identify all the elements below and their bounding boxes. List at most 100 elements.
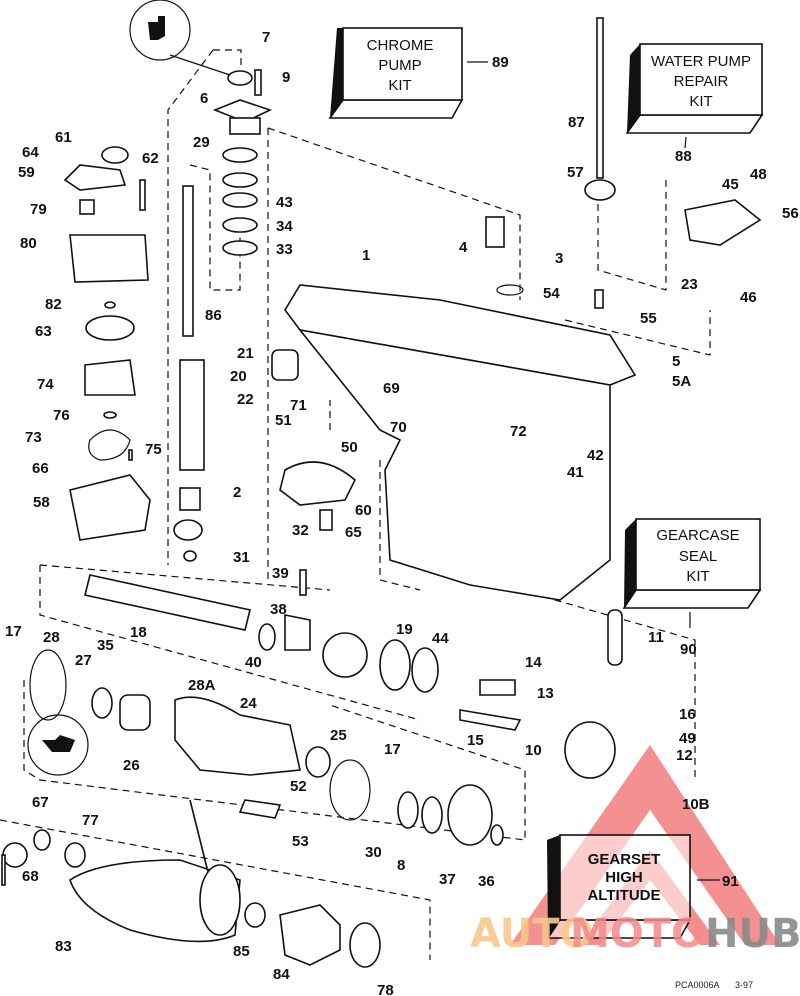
callout-12: 12	[676, 747, 693, 764]
callout-21: 21	[237, 345, 254, 362]
callout-39: 39	[272, 565, 289, 582]
callout-10b: 10B	[682, 796, 710, 813]
callout-29: 29	[193, 134, 210, 151]
kit-gearcase-seal-line-1: GEARCASE	[656, 527, 739, 544]
watermark-auto: AUTO	[470, 911, 594, 957]
callout-20: 20	[230, 368, 247, 385]
callout-17-secondary: 17	[384, 741, 401, 758]
callout-74: 74	[37, 376, 54, 393]
callout-10: 10	[525, 742, 542, 759]
callout-83: 83	[55, 938, 72, 955]
watermark-text: AUTO MOTO HUB	[470, 911, 800, 957]
callout-1: 1	[362, 247, 370, 264]
callout-7: 7	[262, 29, 270, 46]
callout-52: 52	[290, 778, 307, 795]
callout-86: 86	[205, 307, 222, 324]
callout-69: 69	[383, 380, 400, 397]
callout-71: 71	[290, 397, 307, 414]
callout-24: 24	[240, 695, 257, 712]
callout-31: 31	[233, 549, 250, 566]
callout-75: 75	[145, 441, 162, 458]
kit-water-pump-line-2: REPAIR	[674, 73, 729, 90]
watermark-hub: HUB	[705, 911, 800, 957]
callout-32: 32	[292, 522, 309, 539]
kit-chrome-pump-ref: 89	[492, 54, 509, 71]
callout-9: 9	[282, 69, 290, 86]
kit-gearcase-seal-line-2: SEAL	[679, 548, 717, 565]
kit-water-pump-repair: WATER PUMP REPAIR KIT 88	[625, 43, 764, 165]
callout-64: 64	[22, 144, 39, 161]
callout-73: 73	[25, 429, 42, 446]
callout-61: 61	[55, 129, 72, 146]
lower-unit-parts	[29, 569, 623, 846]
callout-66: 66	[32, 460, 49, 477]
callout-40: 40	[245, 654, 262, 671]
callout-87: 87	[568, 114, 585, 131]
callout-17: 17	[5, 623, 22, 640]
callout-50: 50	[341, 439, 358, 456]
callout-19: 19	[396, 621, 413, 638]
callout-85: 85	[233, 943, 250, 960]
propeller-parts	[1, 714, 381, 968]
gearcase-body	[271, 17, 762, 601]
callout-4: 4	[459, 239, 468, 256]
kit-gearset-line-3: ALTITUDE	[587, 887, 660, 904]
callout-53: 53	[292, 833, 309, 850]
callout-58: 58	[33, 494, 50, 511]
callout-63: 63	[35, 323, 52, 340]
callout-16: 16	[679, 706, 696, 723]
callout-82: 82	[45, 296, 62, 313]
callout-57: 57	[567, 164, 584, 181]
callout-76: 76	[53, 407, 70, 424]
callout-13: 13	[537, 685, 554, 702]
drawing-date: 3-97	[735, 980, 753, 990]
kit-gearset-line-2: HIGH	[605, 869, 643, 886]
callout-41: 41	[567, 464, 584, 481]
callout-8: 8	[397, 857, 405, 874]
callout-26: 26	[123, 757, 140, 774]
callout-37: 37	[439, 871, 456, 888]
kit-gearset-ref: 91	[722, 873, 739, 890]
callout-42: 42	[587, 447, 604, 464]
callout-28a: 28A	[188, 677, 216, 694]
callout-36: 36	[478, 873, 495, 890]
kit-chrome-pump-line-2: PUMP	[378, 57, 421, 74]
callout-27: 27	[75, 652, 92, 669]
callout-25: 25	[330, 727, 347, 744]
callout-51: 51	[275, 412, 292, 429]
kit-gearset-line-1: GEARSET	[588, 851, 661, 868]
callout-35: 35	[97, 637, 114, 654]
callout-43: 43	[276, 194, 293, 211]
callout-70: 70	[390, 419, 407, 436]
kit-water-pump-ref: 88	[675, 148, 692, 165]
callout-65: 65	[345, 524, 362, 541]
callout-59: 59	[18, 164, 35, 181]
callout-80: 80	[20, 235, 37, 252]
callout-18: 18	[130, 624, 147, 641]
callout-60: 60	[355, 502, 372, 519]
callout-48: 48	[750, 166, 767, 183]
callout-30: 30	[365, 844, 382, 861]
callout-34: 34	[276, 218, 293, 235]
callout-3: 3	[555, 250, 563, 267]
callout-22: 22	[237, 391, 254, 408]
callout-77: 77	[82, 812, 99, 829]
callout-56: 56	[782, 205, 799, 222]
callout-44: 44	[432, 630, 449, 647]
callout-28: 28	[43, 629, 60, 646]
callout-68: 68	[22, 868, 39, 885]
callout-55: 55	[640, 310, 657, 327]
callout-2: 2	[233, 484, 241, 501]
kit-water-pump-line-1: WATER PUMP	[651, 53, 751, 70]
drawing-code: PCA0006A	[675, 980, 720, 990]
callout-49: 49	[679, 730, 696, 747]
kit-gearcase-seal-ref: 90	[680, 641, 697, 658]
callout-33: 33	[276, 241, 293, 258]
water-pump-parts	[63, 146, 151, 541]
assembly-guide-lines	[0, 49, 711, 960]
callout-14: 14	[525, 654, 542, 671]
callout-5: 5	[672, 353, 680, 370]
callout-23: 23	[681, 276, 698, 293]
callout-38: 38	[270, 601, 287, 618]
